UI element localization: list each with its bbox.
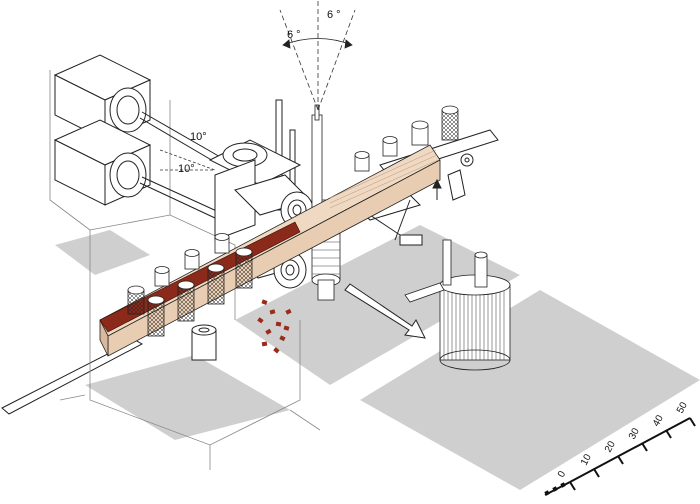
feed-roller [382,136,398,157]
angle-guides-side [159,149,216,171]
scale-bar-ticks [569,417,696,491]
board-layers [329,149,439,209]
motor-upper [53,54,223,166]
feed-roller [235,247,253,289]
ghost-frame [49,70,321,470]
collector-cylinder [191,324,217,361]
feed-roller [441,105,459,141]
feed-roller [354,151,370,172]
feed-roller [127,285,145,315]
feed-roller [177,280,195,322]
motor-lower [53,119,233,226]
angle-guides-top [279,0,356,111]
base-rail [1,339,144,415]
feed-roller [207,263,225,305]
angle-arcs-top [282,38,353,49]
feed-roller [214,233,230,254]
angle-label-side-upper: 10° [190,131,207,143]
output-drum [404,239,511,371]
floor-shadow-right [360,290,700,490]
angle-label-side-lower: 10° [178,163,195,175]
feed-roller [154,266,170,287]
scale-tick-label: 0 [556,469,569,479]
scale-tick-label: 10 [579,452,594,467]
floor-shadow-left [55,230,150,275]
wood-chips [257,299,292,354]
output-drum-ribs [443,285,505,360]
clamp-arrow [432,178,442,200]
scale-bar-checker [544,482,566,496]
angle-label-top-left: 6 ° [287,29,301,41]
feed-rollers [127,105,459,337]
feed-roller [147,295,165,337]
board-left-end [99,319,109,357]
scale-tick-label: 40 [651,413,666,428]
feed-roller [411,120,429,146]
scale-tick-label: 50 [675,400,690,415]
scale-tick-label: 20 [603,439,618,454]
floor-shadow-bottom-left [85,355,290,440]
angle-label-top-right: 6 ° [327,9,341,21]
scale-bar: 0 10 20 30 40 50 [544,400,696,496]
feed-roller [184,249,200,270]
output-arrow [344,283,426,339]
scale-tick-label: 30 [627,426,642,441]
gear-housing [208,139,302,241]
